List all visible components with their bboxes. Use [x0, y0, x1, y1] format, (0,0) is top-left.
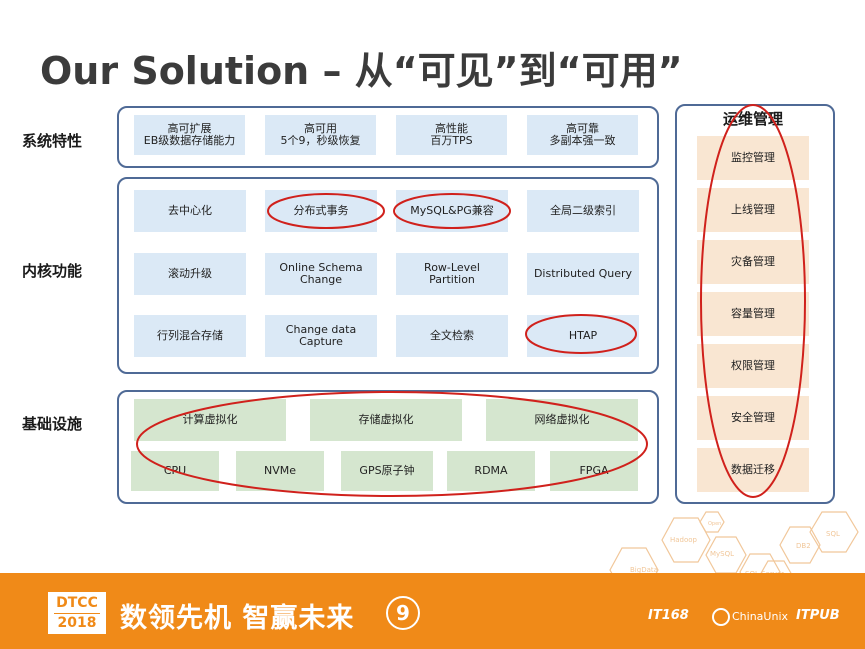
kernel-distributed-transaction: 分布式事务 [265, 190, 377, 232]
feature-performance: 高性能 百万TPS [396, 115, 507, 155]
infra-rdma: RDMA [447, 451, 535, 491]
kernel-change-data-capture: Change data Capture [265, 315, 377, 357]
hex-label-db2: DB2 [796, 542, 811, 550]
infra-network-virtualization: 网络虚拟化 [486, 399, 638, 441]
infra-compute-virtualization: 计算虚拟化 [134, 399, 286, 441]
kernel-row-column-storage: 行列混合存储 [134, 315, 246, 357]
ops-security: 安全管理 [697, 396, 809, 440]
sponsor-chinaunix-logo: ChinaUnix [732, 610, 788, 623]
chinaunix-icon [712, 608, 730, 626]
infra-fpga: FPGA [550, 451, 638, 491]
ops-monitoring: 监控管理 [697, 136, 809, 180]
kernel-decentralization: 去中心化 [134, 190, 246, 232]
hex-label-hadoop: Hadoop [670, 536, 698, 544]
kernel-fulltext-search: 全文检索 [396, 315, 508, 357]
dtcc-logo-text: DTCC [48, 595, 106, 611]
infra-cpu: CPU [131, 451, 219, 491]
hex-label-open: Open [708, 521, 721, 527]
dtcc-logo: DTCC 2018 [48, 592, 106, 634]
row-label-system-features: 系统特性 [22, 130, 82, 151]
dtcc-logo-divider [54, 613, 100, 614]
kernel-rolling-upgrade: 滚动升级 [134, 253, 246, 295]
kernel-row-level-partition: Row-Level Partition [396, 253, 508, 295]
ops-deployment: 上线管理 [697, 188, 809, 232]
kernel-mysql-pg-compat: MySQL&PG兼容 [396, 190, 508, 232]
kernel-online-schema-change: Online Schema Change [265, 253, 377, 295]
infra-gps-atomic-clock: GPS原子钟 [341, 451, 433, 491]
feature-availability: 高可用 5个9，秒级恢复 [265, 115, 376, 155]
row-label-infrastructure: 基础设施 [22, 413, 82, 434]
sponsor-itpub-logo: ITPUB [796, 608, 840, 623]
hex-label-sql: SQL [826, 530, 840, 538]
hex-label-mysql: MySQL [710, 550, 734, 558]
infra-nvme: NVMe [236, 451, 324, 491]
edition-badge: 9 [386, 596, 420, 630]
slide-title: Our Solution – 从“可见”到“可用” [40, 40, 683, 95]
ops-capacity: 容量管理 [697, 292, 809, 336]
infra-storage-virtualization: 存储虚拟化 [310, 399, 462, 441]
ops-title: 运维管理 [678, 108, 828, 129]
kernel-distributed-query: Distributed Query [527, 253, 639, 295]
feature-scalability: 高可扩展 EB级数据存储能力 [134, 115, 245, 155]
kernel-global-secondary-index: 全局二级索引 [527, 190, 639, 232]
dtcc-logo-year: 2018 [48, 615, 106, 631]
ops-permission: 权限管理 [697, 344, 809, 388]
ops-data-migration: 数据迁移 [697, 448, 809, 492]
kernel-htap: HTAP [527, 315, 639, 357]
sponsor-it168-logo: IT168 [648, 608, 689, 623]
feature-reliability: 高可靠 多副本强一致 [527, 115, 638, 155]
footer-slogan: 数领先机 智赢未来 [120, 596, 354, 635]
ops-disaster-recovery: 灾备管理 [697, 240, 809, 284]
row-label-kernel-functions: 内核功能 [22, 260, 82, 281]
